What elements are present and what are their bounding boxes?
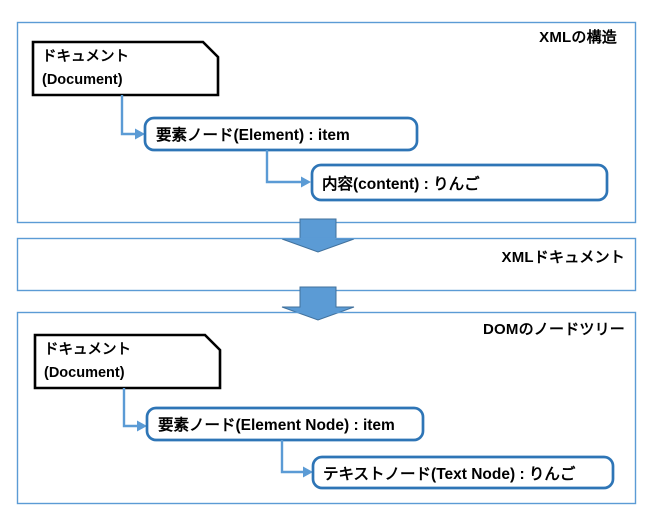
arrowhead-icon [137, 420, 147, 432]
xml-document-section-title: XMLドキュメント [501, 249, 625, 266]
document-shape [31, 40, 220, 97]
element-node-box [143, 116, 419, 152]
dom-tree-section-title: DOMのノードツリー [483, 321, 625, 338]
arrowhead-icon [301, 176, 311, 188]
text-node-label: テキストノード(Text Node) : りんご [323, 465, 576, 483]
element-node-label: 要素ノード(Element) : item [156, 127, 350, 144]
connector-elbow [280, 440, 303, 474]
connector-elbow [122, 388, 137, 428]
down-arrow-icon [281, 218, 355, 253]
document-label-line2: (Document) [44, 365, 125, 381]
document-shape [33, 333, 222, 390]
element-node-box [145, 406, 425, 442]
document-label-line2: (Document) [42, 72, 123, 88]
document-shape-label: ドキュメント (Document) [42, 46, 129, 92]
dom-tree-section-frame [16, 311, 637, 505]
content-node-box [310, 163, 609, 202]
element-node-label: 要素ノード(Element Node) : item [158, 417, 395, 434]
document-shape-label: ドキュメント (Document) [44, 339, 131, 385]
down-arrow-icon [281, 286, 355, 321]
connector-elbow [265, 150, 301, 184]
text-node-box [311, 455, 615, 490]
content-node-label: 内容(content) : りんご [322, 175, 480, 193]
xml-structure-section-title: XMLの構造 [539, 29, 617, 46]
arrowhead-icon [303, 466, 313, 478]
arrowhead-icon [135, 128, 145, 140]
document-label-line1: ドキュメント [44, 342, 131, 358]
document-label-line1: ドキュメント [42, 49, 129, 65]
connector-elbow [120, 95, 135, 136]
